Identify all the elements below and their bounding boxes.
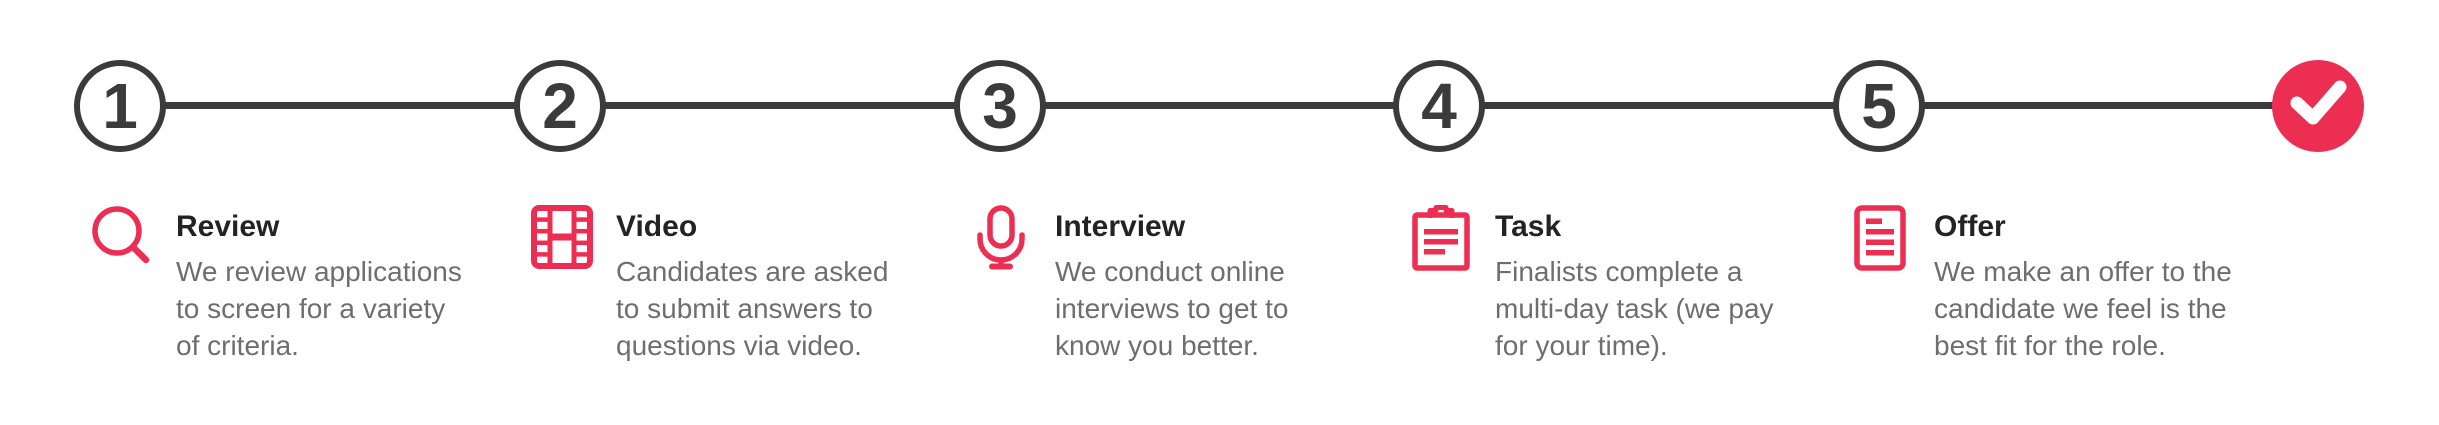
step-description-line: to submit answers to [616,293,873,324]
step-description-line: for your time). [1495,330,1668,361]
step-description-line: interviews to get to [1055,293,1289,324]
step-title: Interview [1055,210,1186,243]
step-number: 5 [1861,70,1897,142]
step-description: Finalists complete a multi-day task (we … [1495,253,1790,364]
step-number: 4 [1421,70,1457,142]
step-circle-3: 3 [954,60,1046,152]
step-circle-5: 5 [1833,60,1925,152]
step-description: We conduct online interviews to get to k… [1055,253,1350,364]
search-icon [91,202,153,272]
step-description: We review applications to screen for a v… [176,253,471,364]
step-number: 2 [542,70,578,142]
step-description-line: Finalists complete a [1495,256,1743,287]
step-circle-1: 1 [74,60,166,152]
step-circle-4: 4 [1393,60,1485,152]
step-number: 3 [982,70,1018,142]
step-circle-2: 2 [514,60,606,152]
step-description-line: We review applications [176,256,462,287]
film-icon [531,202,593,272]
completed-step-circle [2272,60,2364,152]
step-card-offer: Offer We make an offer to the candidate … [1849,202,2232,364]
step-number: 1 [102,70,138,142]
microphone-icon [970,202,1032,272]
step-description-line: Candidates are asked [616,256,889,287]
step-description-line: candidate we feel is the [1934,293,2227,324]
step-description-line: of criteria. [176,330,299,361]
step-card-review: Review We review applications to screen … [91,202,471,364]
step-description-line: multi-day task (we pay [1495,293,1774,324]
step-description-line: We make an offer to the [1934,256,2232,287]
step-title: Review [176,210,280,243]
step-title: Video [616,210,698,243]
step-card-video: Video Candidates are asked to submit ans… [531,202,911,364]
step-description-line: best fit for the role. [1934,330,2166,361]
stepper-connector-line [120,102,2318,109]
clipboard-icon [1410,202,1472,272]
step-title: Task [1495,210,1562,243]
step-card-interview: Interview We conduct online interviews t… [970,202,1350,364]
step-description-line: to screen for a variety [176,293,446,324]
document-icon [1849,202,1911,272]
step-description: We make an offer to the candidate we fee… [1934,253,2232,364]
step-description: Candidates are asked to submit answers t… [616,253,911,364]
step-description-line: We conduct online [1055,256,1285,287]
step-title: Offer [1934,210,2006,243]
step-description-line: know you better. [1055,330,1259,361]
check-icon [2272,55,2364,157]
step-card-task: Task Finalists complete a multi-day task… [1410,202,1790,364]
step-description-line: questions via video. [616,330,862,361]
